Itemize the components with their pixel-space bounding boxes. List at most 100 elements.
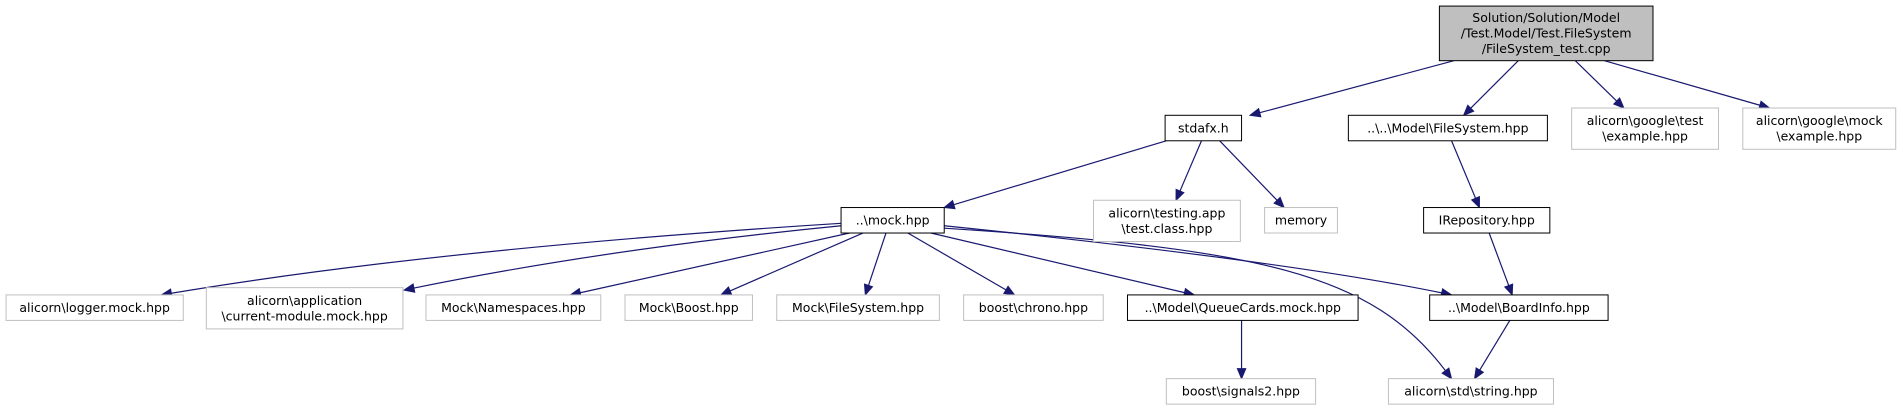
node-signals2: boost\signals2.hpp [1165, 378, 1317, 405]
node-box [776, 294, 940, 321]
arrowhead [1236, 368, 1247, 380]
edge-model_filesystem-to-irepository [1450, 140, 1480, 209]
node-label: \example.hpp [1602, 129, 1688, 144]
node-label: alicorn\application [247, 293, 362, 308]
edge-mock-to-mock_filesystem [863, 232, 887, 297]
edge-line [1604, 60, 1761, 106]
arrowhead [1473, 367, 1485, 380]
node-label: alicorn\std\string.hpp [1404, 384, 1537, 399]
arrowhead [402, 283, 416, 293]
node-label: boost\chrono.hpp [979, 300, 1088, 315]
node-google-mock: alicorn\google\mock\example.hpp [1742, 107, 1897, 150]
node-label: \current-module.mock.hpp [221, 308, 387, 323]
node-label: \example.hpp [1776, 129, 1862, 144]
node-memory: memory [1264, 207, 1338, 234]
arrowhead [1175, 188, 1185, 202]
node-irepository[interactable]: IRepository.hpp [1423, 207, 1551, 234]
edge-stdafx-to-testing_app [1175, 140, 1203, 202]
edge-stdafx-to-memory [1219, 140, 1285, 209]
node-label: \test.class.hpp [1121, 221, 1212, 236]
node-label: Mock\FileSystem.hpp [792, 300, 924, 315]
edge-line [1470, 60, 1519, 109]
node-mock-boost: Mock\Boost.hpp [624, 294, 753, 321]
node-box [1571, 107, 1720, 150]
arrowhead [1470, 195, 1480, 209]
node-label: /Test.Model/Test.FileSystem [1461, 26, 1632, 41]
node-box [963, 294, 1104, 321]
edge-root-to-google_test [1574, 60, 1625, 109]
arrowhead [1248, 107, 1262, 118]
node-label: Mock\Namespaces.hpp [441, 300, 586, 315]
arrowhead [1003, 285, 1016, 296]
node-label: ..\mock.hpp [856, 213, 930, 228]
node-box [1423, 207, 1551, 234]
node-label: memory [1275, 213, 1328, 228]
edge-line [729, 232, 864, 292]
node-box [1164, 114, 1243, 142]
edge-boardinfo-to-string [1473, 320, 1511, 380]
node-label: Solution/Solution/Model [1472, 10, 1620, 25]
node-box [205, 287, 404, 330]
edge-root-to-stdafx [1248, 60, 1455, 118]
edge-line [1479, 320, 1511, 371]
arrowhead [1273, 196, 1285, 209]
edge-layer [160, 60, 1771, 380]
edge-line [413, 225, 842, 289]
node-label: boost\signals2.hpp [1182, 384, 1300, 399]
node-mock-filesystem: Mock\FileSystem.hpp [776, 294, 940, 321]
node-box [1126, 294, 1359, 321]
node-label: ..\Model\BoardInfo.hpp [1448, 300, 1590, 315]
node-box [1438, 5, 1654, 62]
node-model-filesystem[interactable]: ..\..\Model\FileSystem.hpp [1347, 114, 1548, 142]
edge-mock-to-queuecards [930, 232, 1196, 298]
node-box [5, 294, 184, 321]
node-stdafx[interactable]: stdafx.h [1164, 114, 1243, 142]
node-current-module: alicorn\application\current-module.mock.… [205, 287, 404, 330]
node-chrono: boost\chrono.hpp [963, 294, 1104, 321]
edge-line [1574, 60, 1618, 102]
edge-line [1179, 140, 1203, 192]
node-box [1742, 107, 1897, 150]
node-label: alicorn\logger.mock.hpp [19, 300, 170, 315]
edge-line [930, 232, 1185, 294]
edge-line [907, 232, 1007, 291]
node-box [1165, 378, 1317, 405]
edge-line [944, 227, 1446, 372]
node-queuecards[interactable]: ..\Model\QueueCards.mock.hpp [1126, 294, 1359, 321]
arrowhead [1441, 367, 1453, 380]
node-box [1092, 199, 1241, 243]
node-mock[interactable]: ..\mock.hpp [840, 207, 945, 234]
arrowhead [719, 286, 733, 296]
edge-queuecards-to-signals2 [1236, 320, 1247, 380]
node-box [1347, 114, 1548, 142]
edge-line [1219, 140, 1278, 201]
node-label: IRepository.hpp [1439, 213, 1535, 228]
arrowhead [942, 199, 956, 210]
edge-line [580, 232, 850, 294]
node-label: alicorn\google\mock [1756, 113, 1883, 128]
edge-line [1450, 140, 1477, 199]
edge-line [1488, 232, 1510, 286]
edge-mock-to-string [944, 227, 1453, 380]
node-box [1264, 207, 1338, 234]
node-box [1429, 294, 1609, 321]
edge-line [953, 140, 1167, 206]
node-root[interactable]: Solution/Solution/Model/Test.Model/Test.… [1438, 5, 1654, 62]
node-box [1387, 378, 1554, 405]
arrowhead [1612, 97, 1625, 109]
node-label: stdafx.h [1178, 120, 1229, 135]
arrowhead [1462, 104, 1475, 117]
edge-root-to-model_filesystem [1462, 60, 1519, 117]
node-label: /FileSystem_test.cpp [1482, 41, 1611, 56]
node-label: alicorn\google\test [1587, 113, 1704, 128]
node-label: alicorn\testing.app [1108, 205, 1225, 220]
arrowhead [863, 283, 874, 297]
edge-mock-to-current_module [402, 225, 842, 293]
edge-mock-to-mock_boost [719, 232, 864, 296]
node-boardinfo[interactable]: ..\Model\BoardInfo.hpp [1429, 294, 1609, 321]
node-testing-app: alicorn\testing.app\test.class.hpp [1092, 199, 1241, 243]
node-logger: alicorn\logger.mock.hpp [5, 294, 184, 321]
node-string: alicorn\std\string.hpp [1387, 378, 1554, 405]
node-label: Mock\Boost.hpp [639, 300, 739, 315]
